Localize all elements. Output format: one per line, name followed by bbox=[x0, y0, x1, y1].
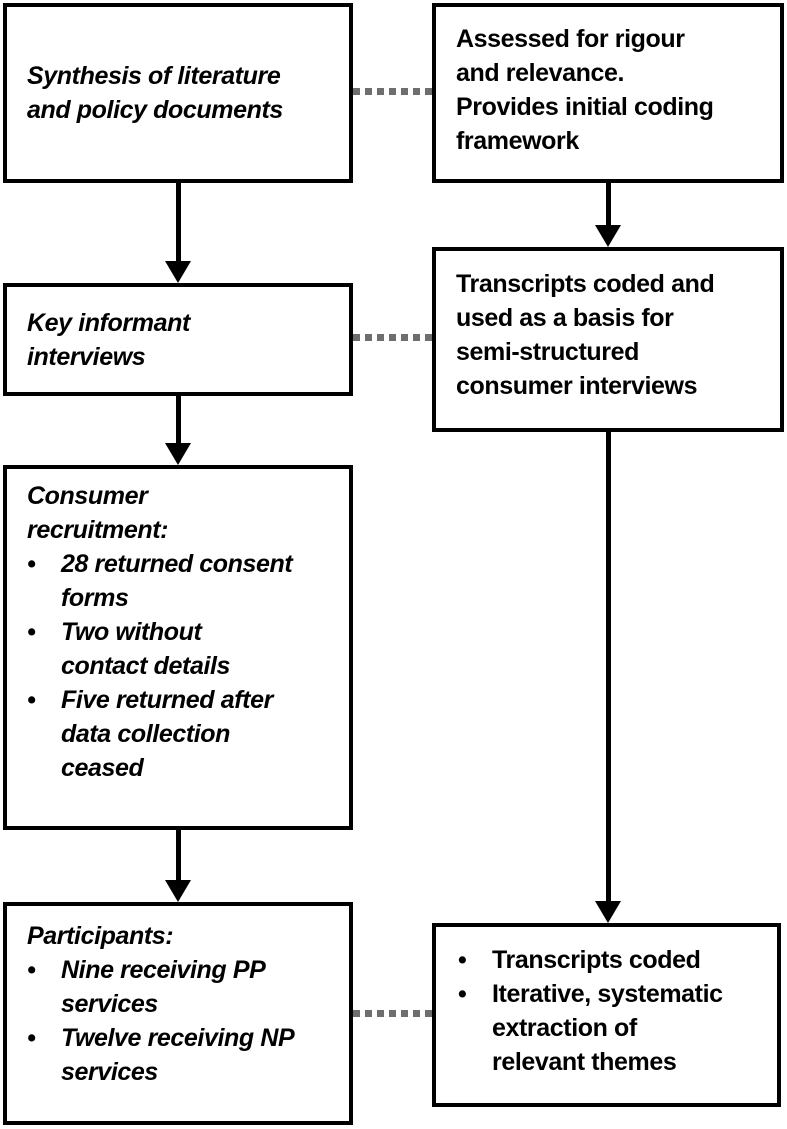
bullet-icon: • bbox=[458, 946, 467, 974]
arrow-shaft bbox=[176, 830, 181, 880]
bullet-text: Iterative, systematic extraction of rele… bbox=[492, 980, 723, 1076]
dotted-connector-bottom bbox=[353, 1010, 432, 1017]
box-transcripts-coded-basis: Transcripts coded and used as a basis fo… bbox=[432, 247, 784, 432]
box-participants: Participants: • Nine receiving PP servic… bbox=[3, 902, 353, 1125]
box-assessed-rigour-text: Assessed for rigour and relevance. Provi… bbox=[456, 25, 714, 155]
list-item: • Iterative, systematic extraction of re… bbox=[458, 977, 773, 1079]
box-consumer-recruitment-title: Consumer recruitment: bbox=[27, 482, 169, 544]
box-transcripts-coded-basis-text: Transcripts coded and used as a basis fo… bbox=[456, 270, 715, 400]
bullet-icon: • bbox=[27, 550, 36, 578]
list-item: • Twelve receiving NP services bbox=[27, 1021, 345, 1089]
box-assessed-rigour: Assessed for rigour and relevance. Provi… bbox=[432, 3, 784, 183]
arrow-shaft bbox=[176, 396, 181, 443]
arrow-shaft bbox=[176, 183, 181, 261]
box-transcripts-analysis: • Transcripts coded • Iterative, systema… bbox=[432, 923, 781, 1107]
arrow-down-icon bbox=[165, 443, 191, 465]
box-key-informant-interviews-text: Key informant interviews bbox=[27, 308, 190, 371]
dotted-connector-top bbox=[353, 88, 432, 95]
list-item: • Two without contact details bbox=[27, 615, 345, 683]
bullet-text: Transcripts coded bbox=[492, 946, 701, 974]
arrow-down-icon bbox=[165, 261, 191, 283]
bullet-icon: • bbox=[27, 956, 36, 984]
bullet-icon: • bbox=[27, 686, 36, 714]
arrow-down-icon bbox=[595, 225, 621, 247]
list-item: • Transcripts coded bbox=[458, 943, 773, 977]
bullet-text: Nine receiving PP services bbox=[61, 956, 266, 1018]
box-key-informant-interviews: Key informant interviews bbox=[3, 283, 353, 396]
bullet-text: Five returned after data collection ceas… bbox=[61, 686, 273, 782]
bullet-text: Two without contact details bbox=[61, 618, 231, 680]
arrow-shaft bbox=[606, 432, 611, 901]
arrow-shaft bbox=[606, 183, 611, 225]
list-item: • Nine receiving PP services bbox=[27, 953, 345, 1021]
list-item: • 28 returned consent forms bbox=[27, 547, 345, 615]
box-participants-title: Participants: bbox=[27, 922, 174, 950]
dotted-connector-middle bbox=[353, 334, 432, 341]
list-item: • Five returned after data collection ce… bbox=[27, 683, 345, 785]
bullet-icon: • bbox=[27, 1024, 36, 1052]
bullet-text: 28 returned consent forms bbox=[61, 550, 293, 612]
arrow-down-icon bbox=[165, 880, 191, 902]
box-synthesis-literature-text: Synthesis of literature and policy docum… bbox=[27, 62, 283, 124]
arrow-down-icon bbox=[595, 901, 621, 923]
bullet-icon: • bbox=[27, 618, 36, 646]
bullet-text: Twelve receiving NP services bbox=[61, 1024, 295, 1086]
box-consumer-recruitment: Consumer recruitment: • 28 returned cons… bbox=[3, 465, 353, 830]
bullet-icon: • bbox=[458, 980, 467, 1008]
box-synthesis-literature: Synthesis of literature and policy docum… bbox=[3, 3, 353, 183]
